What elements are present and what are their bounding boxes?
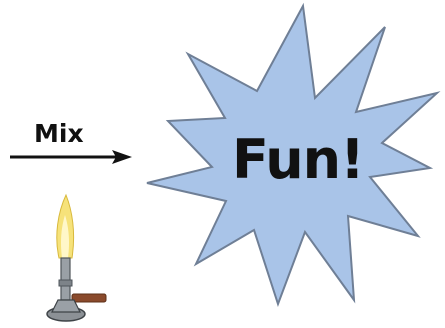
burst-text: Fun! xyxy=(232,128,364,191)
right-arrow-icon xyxy=(10,150,132,164)
mix-label: Mix xyxy=(34,119,84,148)
bunsen-burner-icon xyxy=(47,195,106,321)
